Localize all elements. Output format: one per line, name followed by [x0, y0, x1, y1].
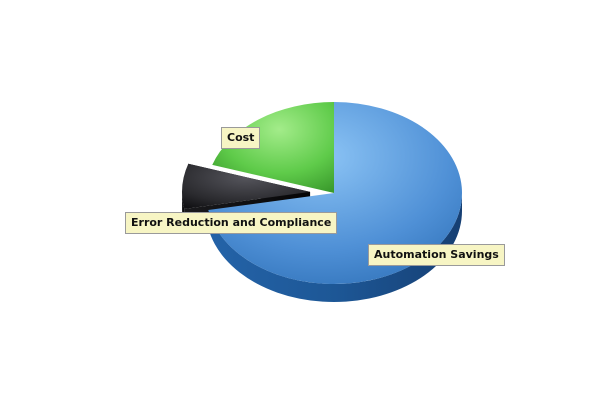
pie-label-error-reduction-and-compliance: Error Reduction and Compliance [125, 212, 338, 234]
pie-label-cost: Cost [221, 127, 261, 149]
pie-slice-automation-savings[interactable] [208, 102, 462, 284]
pie-label-automation-savings: Automation Savings [368, 244, 505, 266]
pie-slice-side-automation-savings [208, 193, 462, 303]
pie-slice-error-reduction-and-compliance[interactable] [182, 163, 311, 209]
pie-slice-cost[interactable] [212, 102, 334, 193]
